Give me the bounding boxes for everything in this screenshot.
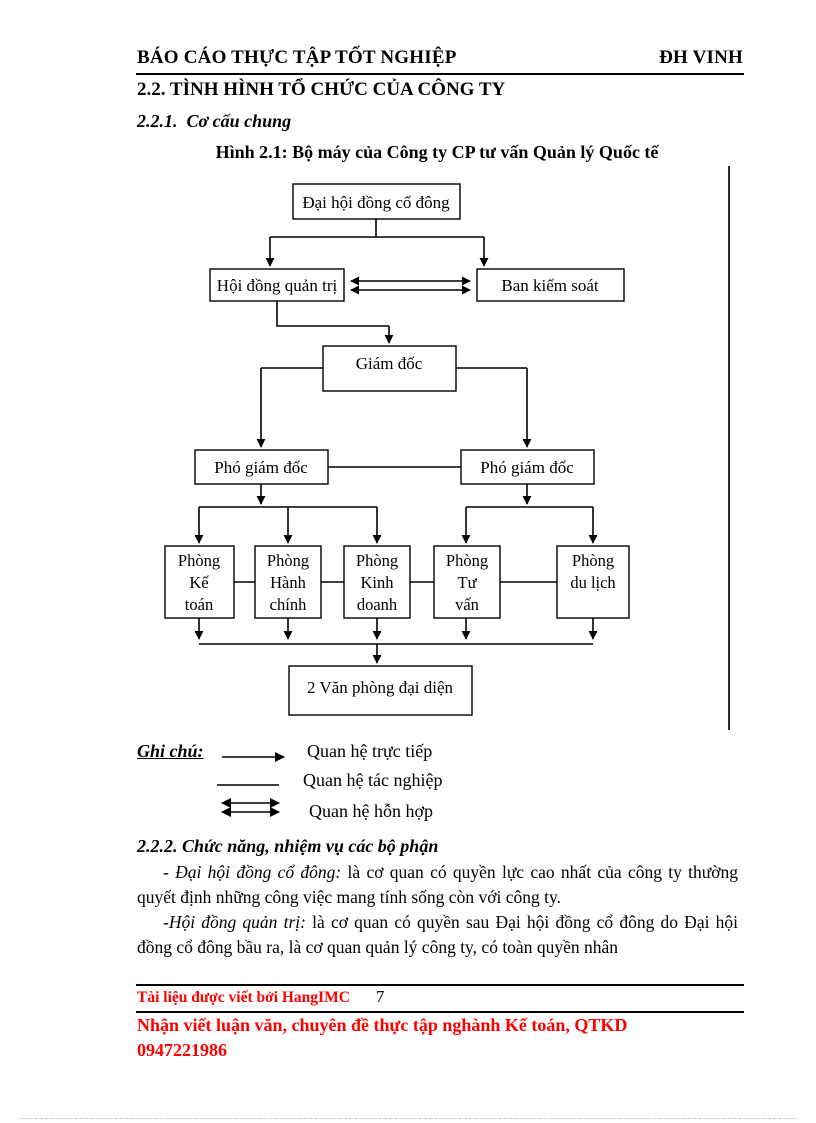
node-dept-accounting-box (164, 545, 235, 619)
node-supervisory-box (476, 268, 625, 302)
node-dept-consulting-label: Phòng (446, 551, 488, 570)
footer-credit-row: Tài liệu được viết bởi HangIMC 7 (137, 987, 384, 1007)
legend-item-direct-label: Quan hệ trực tiếp (307, 741, 433, 761)
legend-item-operational-label: Quan hệ tác nghiệp (303, 770, 443, 790)
footer-rule-bottom (136, 1011, 744, 1013)
plain-line-icon (217, 784, 279, 786)
node-director-box (322, 345, 457, 392)
node-dept-consulting-label: vấn (455, 595, 479, 614)
paragraph-board-text: là cơ quan có quyền sau Đại hội đồng cổ … (137, 912, 738, 957)
footer-rule-top (136, 984, 744, 986)
figure-caption: Hình 2.1: Bộ máy của Công ty CP tư vấn Q… (215, 142, 659, 162)
figure-right-border (728, 166, 730, 730)
node-dept-tourism-label: du lịch (570, 573, 616, 592)
header-right-text: ĐH VINH (659, 47, 743, 68)
node-board-label: Hội đồng quản trị (217, 276, 338, 295)
functions-section-title: 2.2.2. Chức năng, nhiệm vụ các bộ phận (137, 836, 439, 856)
node-dept-business-label: Phòng (356, 551, 398, 570)
legend-item-mixed-label: Quan hệ hỗn hợp (309, 801, 433, 821)
page-header: BÁO CÁO THỰC TẬP TỐT NGHIỆP ĐH VINH (137, 47, 743, 69)
body-text: 2.2.2. Chức năng, nhiệm vụ các bộ phận -… (137, 836, 738, 960)
node-deputy-left-label: Phó giám đốc (214, 458, 308, 477)
direct-arrow-icon (222, 752, 285, 762)
org-chart-edges (194, 219, 598, 664)
node-rep-offices-box (288, 665, 473, 716)
node-dept-admin-label: chính (270, 595, 307, 614)
paragraph-shareholders-lead: - Đại hội đồng cổ đông: (163, 862, 342, 882)
paragraph-board-lead: -Hội đồng quản trị: (163, 912, 306, 932)
org-chart-nodes: Đại hội đồng cổ đông Hội đồng quản trị B… (164, 183, 630, 716)
node-dept-consulting-label: Tư (457, 573, 477, 592)
node-dept-admin-label: Hành (270, 573, 306, 592)
node-deputy-right-label: Phó giám đốc (480, 458, 574, 477)
bottom-dotted-rule (20, 1118, 796, 1119)
page-number: 7 (375, 987, 385, 1006)
node-director-label: Giám đốc (356, 354, 423, 373)
node-dept-admin-label: Phòng (267, 551, 309, 570)
legend: Ghi chú: Quan hệ trực tiếp Quan hệ tác n… (137, 737, 617, 832)
section-title: 2.2. TÌNH HÌNH TỔ CHỨC CỦA CÔNG TY (137, 79, 506, 100)
paragraph-shareholders-text: là cơ quan có quyền lực cao nhất của côn… (137, 862, 738, 907)
footer-ad-line1: Nhận viết luận văn, chuyên đề thực tập n… (137, 1015, 628, 1035)
org-chart: Đại hội đồng cổ đông Hội đồng quản trị B… (164, 183, 630, 716)
node-dept-tourism-box (556, 545, 630, 619)
node-dept-business-label: doanh (357, 595, 398, 614)
node-deputy-left-box (194, 449, 329, 485)
double-arrow-icon (221, 798, 280, 817)
node-board-box (209, 268, 345, 302)
node-dept-tourism-label: Phòng (572, 551, 614, 570)
node-dept-accounting-label: toán (185, 595, 213, 614)
footer-credit-text: Tài liệu được viết bởi HangIMC (137, 989, 350, 1006)
node-rep-offices-label: 2 Văn phòng đại diện (307, 678, 454, 697)
node-shareholders-label: Đại hội đồng cổ đông (302, 193, 450, 212)
footer-ad-line2: 0947221986 (137, 1040, 227, 1060)
header-rule (136, 73, 744, 75)
node-dept-accounting-label: Phòng (178, 551, 220, 570)
node-dept-business-box (343, 545, 411, 619)
node-dept-accounting-label: Kế (189, 573, 209, 592)
node-supervisory-label: Ban kiểm soát (501, 276, 599, 295)
node-dept-consulting-box (433, 545, 501, 619)
legend-title: Ghi chú: (137, 741, 204, 761)
node-dept-admin-box (254, 545, 322, 619)
node-deputy-right-box (460, 449, 595, 485)
subsection-title: 2.2.1. Cơ cấu chung (137, 111, 292, 131)
paragraph-shareholders: - Đại hội đồng cổ đông: là cơ quan có qu… (137, 860, 738, 910)
header-left-text: BÁO CÁO THỰC TẬP TỐT NGHIỆP (137, 47, 457, 68)
paragraph-board: -Hội đồng quản trị: là cơ quan có quyền … (137, 910, 738, 960)
node-shareholders-box (292, 183, 461, 220)
node-dept-business-label: Kinh (361, 573, 395, 592)
